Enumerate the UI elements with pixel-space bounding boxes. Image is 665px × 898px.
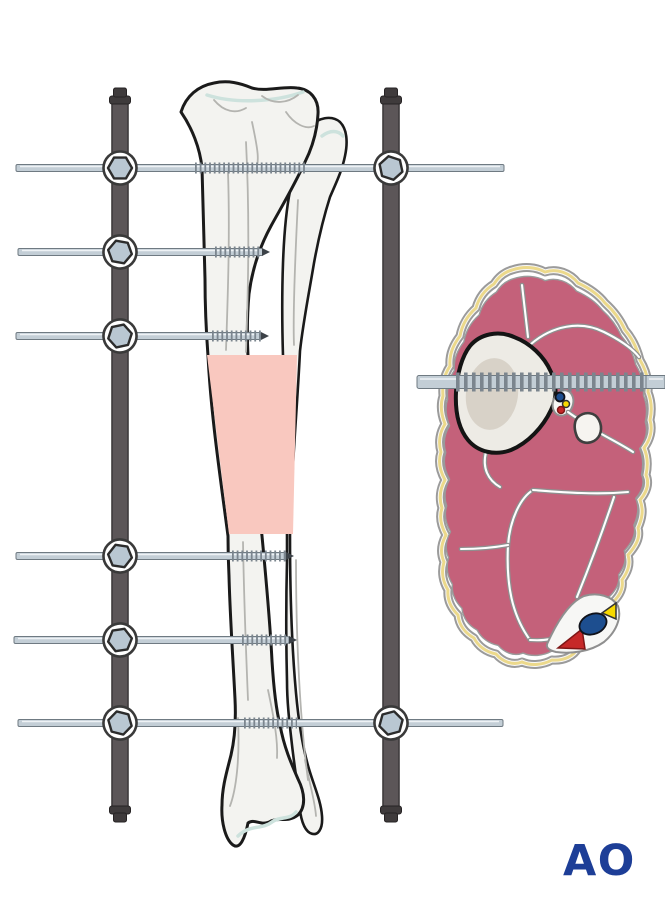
external-fixator	[13, 87, 505, 823]
pin-clamp	[102, 622, 138, 658]
fixator-pin-5	[13, 634, 297, 646]
pin-clamp	[102, 234, 138, 270]
pin-clamp	[102, 538, 138, 574]
bone-texture-line	[285, 111, 315, 129]
leg-cross-section	[416, 268, 665, 665]
tibial-nerve	[600, 601, 617, 621]
pin-clamp	[373, 705, 409, 741]
anterior-artery	[556, 405, 566, 415]
fixator-pin-1	[15, 162, 505, 174]
tibia-plateau-cartilage	[205, 90, 305, 103]
tibia-fibula-frontal-view	[179, 80, 348, 848]
bone-texture-line	[304, 759, 317, 817]
fixator-pin-3	[15, 330, 269, 342]
posterior-vein	[578, 612, 608, 636]
pin-clamp	[373, 150, 409, 186]
posterior-neurovascular-bundle	[545, 593, 621, 654]
bone-texture-line	[292, 199, 299, 346]
bone-texture-line	[295, 559, 309, 781]
bone-texture-line	[225, 171, 230, 351]
anterior-vein	[554, 391, 566, 403]
fixator-pin-4	[15, 550, 294, 562]
distal-tibia-cartilage	[236, 810, 298, 838]
ao-logo: AO	[563, 836, 636, 886]
fixator-rod-right	[380, 87, 402, 823]
pin-clamp	[102, 150, 138, 186]
fixator-pin-6	[17, 717, 504, 729]
posterior-artery	[555, 627, 586, 650]
pin-clamp	[102, 318, 138, 354]
fibula-cross-section	[573, 411, 603, 445]
bone-texture-line	[213, 99, 247, 113]
fibula-head-cartilage	[320, 129, 345, 138]
bone-texture-line	[261, 94, 299, 103]
pin-clamp	[102, 705, 138, 741]
fracture-zone-highlight	[207, 355, 297, 534]
transfixation-pin	[416, 372, 665, 392]
bone-texture-line	[242, 541, 249, 701]
fixator-pin-2	[17, 246, 270, 258]
bone-texture-line	[267, 689, 279, 759]
bone-texture-line	[229, 717, 240, 807]
anterior-nerve	[561, 399, 571, 409]
ao-logo-text: AO	[563, 836, 636, 886]
anterior-neurovascular-bundle	[551, 389, 575, 417]
